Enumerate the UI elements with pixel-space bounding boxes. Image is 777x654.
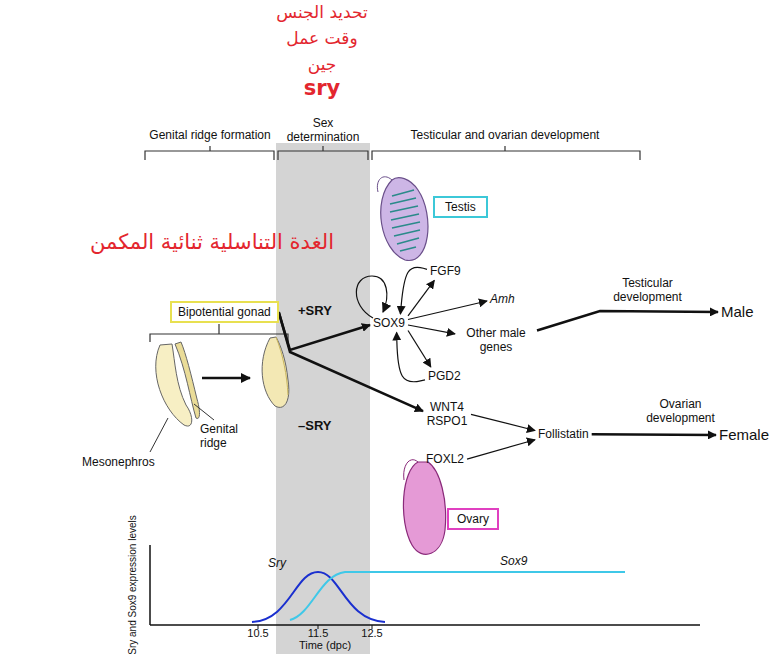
annotation-arabic: جين [252,54,392,74]
node-text: SOX9 [373,316,405,330]
arrow-connector [408,280,434,315]
part-label: Mesonephros [82,455,172,469]
tick-label: 11.5 [298,627,338,640]
curve-label: Sry [268,556,298,570]
stage-heading: Genital ridge formation [135,128,285,142]
gonad-figures [156,337,289,426]
arrow-connector [408,301,487,319]
stage-heading: Testicular and ovarian development [375,128,635,142]
node-text: FGF9 [430,264,461,278]
tick-label: 12.5 [352,627,392,640]
stage-label-box: Bipotential gonad [170,301,279,323]
axis-title: Time (dpc) [280,639,370,652]
arrow-connector [467,440,535,459]
gene-name: Amh [487,290,518,308]
gene-name: SOX9 [370,314,408,332]
organ-label-box: Ovary [447,508,499,530]
arrow-connector [537,311,718,331]
gene-group: WNT4 RSPO1 [423,398,471,431]
gene-name: FGF9 [427,262,464,280]
curve-label: Sox9 [500,554,540,568]
part-label: Genital ridge [200,422,250,451]
node-text: Ovary [457,512,489,526]
gene-name: Follistatin [535,425,592,443]
node-text: Amh [490,292,515,306]
node-text: Bipotential gonad [178,305,271,319]
gene-group: Other male genes [455,324,537,357]
node-text: Testis [445,200,476,214]
annotation-gene: sry [252,76,392,101]
axis-title: Sry and Sox9 expression levels [127,500,139,654]
node-text: Follistatin [538,427,589,441]
tick-label: 10.5 [238,627,278,640]
outcome-label: Female [716,425,772,445]
node-text: WNT4 RSPO1 [426,400,468,429]
arrow-connector [279,312,423,411]
node-text: Other male genes [458,326,534,355]
annotation-arabic: الغدة التناسلية ثنائية المكمن [4,230,334,255]
sox9-self-loop [356,276,386,318]
edge-label: –SRY [298,418,338,434]
expression-graph [150,545,700,629]
arrow-connector [408,325,455,334]
edge-label: Ovarian development [633,397,728,426]
sex-determination-band [276,143,370,654]
node-text: Female [719,426,769,444]
testis-figure [377,177,428,261]
arrow-connector [592,433,716,436]
arrow-connector [400,267,427,314]
stage-heading: Sex determination [278,116,368,145]
organ-label-box: Testis [433,196,488,218]
annotation-arabic: وقت عمل [252,28,392,48]
growth-arrow [202,377,250,380]
outcome-label: Male [718,302,757,322]
gene-name: FOXL2 [423,450,467,468]
gene-name: PGD2 [425,367,464,385]
node-text: FOXL2 [426,452,464,466]
node-text: Male [721,303,754,321]
node-text: PGD2 [428,369,461,383]
annotation-arabic: تحديد الجنس [252,2,392,22]
edge-label: +SRY [298,303,338,319]
ovary-figure [403,460,445,555]
arrow-connector [471,414,535,430]
arrow-connector [397,332,425,382]
arrow-connector [408,331,431,367]
edge-label: Testicular development [600,276,695,305]
